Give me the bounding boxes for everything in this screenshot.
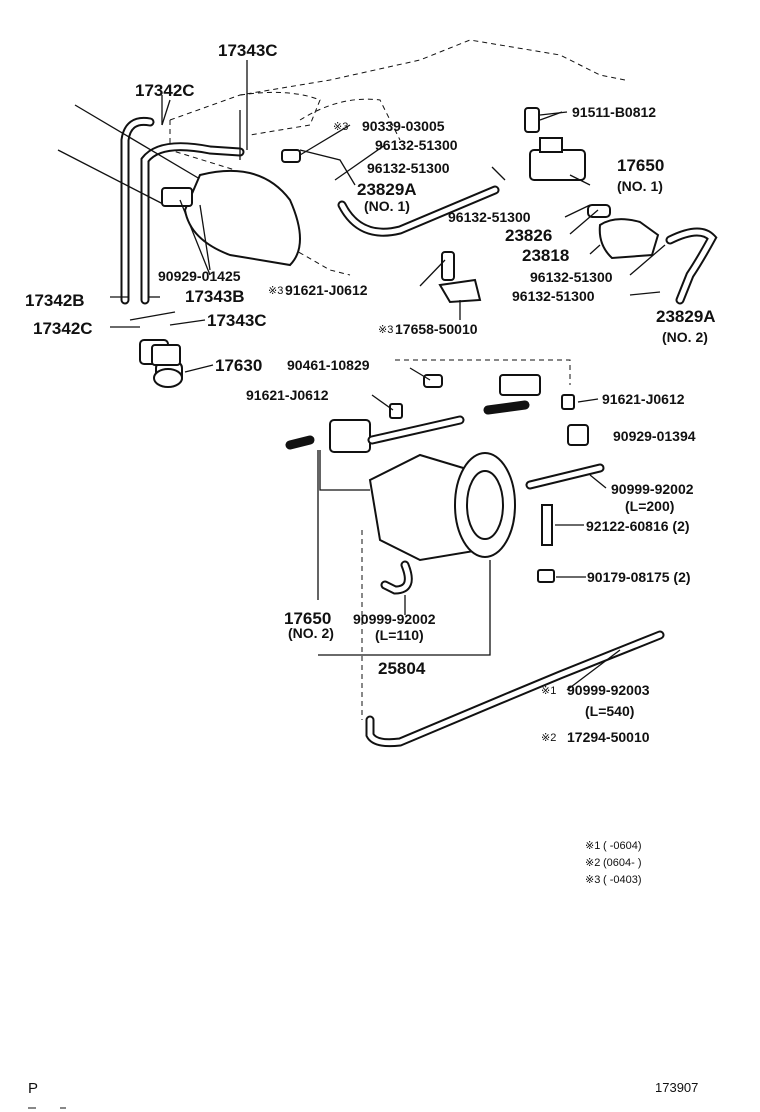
figure-number: 173907 bbox=[655, 1080, 698, 1095]
label-96132-e: 96132-51300 bbox=[512, 288, 595, 304]
small-parts-right bbox=[389, 374, 605, 583]
label-90461: 90461-10829 bbox=[287, 357, 370, 373]
date-notes: ※1 ( -0604) ※2 (0604- ) ※3 ( -0403) bbox=[585, 840, 642, 886]
label-90999-92002-a: 90999-92002 bbox=[611, 481, 694, 497]
corner-letter: P bbox=[28, 1080, 38, 1097]
label-91511: 91511-B0812 bbox=[572, 104, 656, 120]
label-90929-01394: 90929-01394 bbox=[613, 428, 696, 444]
label-91621-left: 91621-J0612 bbox=[246, 387, 329, 403]
leader-lines bbox=[110, 60, 666, 720]
label-91621-top: 91621-J0612 bbox=[285, 282, 368, 298]
label-17343B: 17343B bbox=[185, 287, 245, 306]
intake-body bbox=[161, 169, 301, 271]
label-23829A-no1: 23829A bbox=[357, 180, 417, 199]
label-17343C-top: 17343C bbox=[218, 41, 278, 60]
part-labels: 17343C 17342C ※3 90339-03005 96132-51300… bbox=[25, 41, 716, 745]
bracket-17658 bbox=[438, 251, 482, 304]
label-96132-b: 96132-51300 bbox=[367, 160, 450, 176]
label-17342C-top: 17342C bbox=[135, 81, 195, 100]
note-3-range: ( -0403) bbox=[603, 874, 642, 886]
label-no2-b: (NO. 2) bbox=[288, 625, 334, 641]
marker-1: ※1 bbox=[541, 685, 556, 697]
hose-23829A-no2 bbox=[665, 227, 718, 305]
label-92122: 92122-60816 (2) bbox=[586, 518, 690, 534]
label-23826: 23826 bbox=[505, 226, 552, 245]
label-23818: 23818 bbox=[522, 246, 569, 265]
label-91621-right: 91621-J0612 bbox=[602, 391, 685, 407]
label-25804: 25804 bbox=[378, 659, 426, 678]
label-23829A-no2: 23829A bbox=[656, 307, 716, 326]
label-17650-no2: 17650 bbox=[284, 609, 331, 628]
label-90339: 90339-03005 bbox=[362, 118, 445, 134]
charcoal-filter-23818 bbox=[587, 204, 660, 260]
elbow-hose-90999-92002 bbox=[380, 560, 413, 595]
label-90179: 90179-08175 (2) bbox=[587, 569, 691, 585]
label-17294: 17294-50010 bbox=[567, 729, 650, 745]
marker-3-b: ※3 bbox=[268, 285, 283, 297]
canister-assembly bbox=[285, 415, 516, 562]
note-1-mark: ※1 bbox=[585, 840, 600, 852]
label-17343C-mid: 17343C bbox=[207, 311, 267, 330]
label-17658: 17658-50010 bbox=[395, 321, 478, 337]
label-no2-a: (NO. 2) bbox=[662, 329, 708, 345]
sensor-17630 bbox=[151, 344, 183, 388]
label-no1-a: (NO. 1) bbox=[617, 178, 663, 194]
marker-3-a: ※3 bbox=[333, 121, 348, 133]
vsv-no1 bbox=[524, 107, 586, 181]
note-2-mark: ※2 bbox=[585, 857, 600, 869]
label-no1-b: (NO. 1) bbox=[364, 198, 410, 214]
label-90999-92003: 90999-92003 bbox=[567, 682, 650, 698]
label-96132-d: 96132-51300 bbox=[530, 269, 613, 285]
label-l110: (L=110) bbox=[375, 627, 424, 643]
marker-3-c: ※3 bbox=[378, 324, 393, 336]
note-3-mark: ※3 bbox=[585, 874, 600, 886]
marker-2: ※2 bbox=[541, 732, 556, 744]
footer: P 173907 bbox=[28, 1080, 698, 1109]
label-l200: (L=200) bbox=[625, 498, 674, 514]
note-1-range: ( -0604) bbox=[603, 840, 642, 852]
label-90999-92002-b: 90999-92002 bbox=[353, 611, 436, 627]
note-2-range: (0604- ) bbox=[603, 857, 642, 869]
label-90929-01425: 90929-01425 bbox=[158, 268, 241, 284]
label-17630: 17630 bbox=[215, 356, 262, 375]
label-96132-c: 96132-51300 bbox=[448, 209, 531, 225]
label-l540: (L=540) bbox=[585, 703, 634, 719]
label-17650-no1: 17650 bbox=[617, 156, 664, 175]
label-17342B: 17342B bbox=[25, 291, 85, 310]
long-hose-90999-92003 bbox=[365, 630, 665, 748]
label-17342C-mid: 17342C bbox=[33, 319, 93, 338]
hose-23829A-no1 bbox=[281, 149, 500, 237]
label-96132-a: 96132-51300 bbox=[375, 137, 458, 153]
